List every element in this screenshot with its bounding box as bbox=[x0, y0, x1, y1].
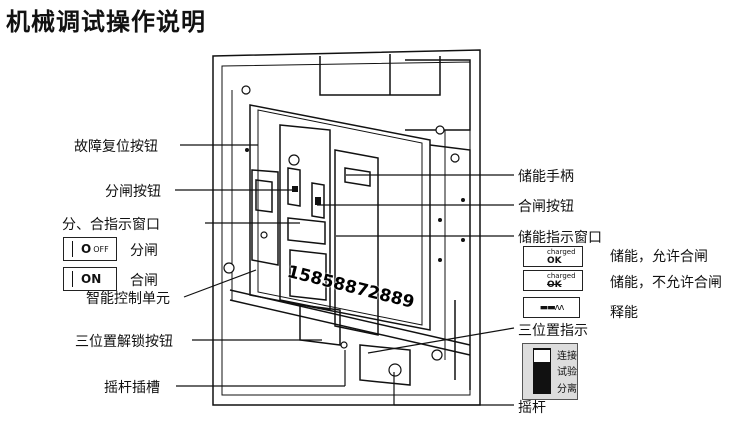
position-arrow-icon bbox=[534, 350, 550, 362]
on-symbol: ON bbox=[81, 272, 102, 286]
handle-label: 储能手柄 bbox=[518, 169, 574, 185]
off-indicator-box: O OFF bbox=[63, 237, 117, 261]
charged-nok-box: charged OK bbox=[523, 270, 583, 291]
position-connect: 连接 bbox=[557, 351, 577, 362]
off-label: 分闸 bbox=[130, 243, 158, 259]
charged-ok-box: charged OK bbox=[523, 246, 583, 267]
charged-nok-top: charged bbox=[547, 271, 576, 280]
page-title: 机械调试操作说明 bbox=[6, 8, 206, 36]
position-test: 试验 bbox=[557, 367, 577, 378]
on-label: 合闸 bbox=[130, 273, 158, 289]
position-indicator-label: 三位置指示 bbox=[518, 323, 588, 339]
charged-nok-bottom: OK bbox=[547, 279, 562, 290]
on-bar-icon bbox=[72, 271, 73, 287]
charge-window-label: 储能指示窗口 bbox=[518, 230, 602, 246]
unlock-button-label: 三位置解锁按钮 bbox=[75, 334, 173, 350]
off-symbol: O bbox=[81, 242, 92, 256]
off-bar-icon bbox=[72, 241, 73, 257]
off-small-text: OFF bbox=[93, 244, 109, 254]
spring-icon: ▬▬ᴧᴧ bbox=[539, 302, 565, 313]
position-indicator-graphic: 连接 试验 分离 bbox=[522, 343, 578, 400]
indicator-window-label: 分、合指示窗口 bbox=[62, 217, 160, 233]
released-label: 释能 bbox=[610, 305, 638, 321]
charged-ok-bottom: OK bbox=[547, 255, 562, 266]
charged-ok-label: 储能，允许合闸 bbox=[610, 249, 708, 265]
open-button-label: 分闸按钮 bbox=[105, 184, 161, 200]
fault-reset-label: 故障复位按钮 bbox=[74, 139, 158, 155]
released-box: ▬▬ᴧᴧ bbox=[523, 297, 580, 318]
on-indicator-box: ON bbox=[63, 267, 117, 291]
position-isolate: 分离 bbox=[557, 384, 577, 395]
controller-label: 智能控制单元 bbox=[86, 291, 170, 307]
charged-ok-top: charged bbox=[547, 247, 576, 256]
charged-nok-label: 储能，不允许合闸 bbox=[610, 275, 722, 291]
crank-slot-label: 摇杆插槽 bbox=[104, 380, 160, 396]
close-button-label: 合闸按钮 bbox=[518, 199, 574, 215]
crank-label: 摇杆 bbox=[518, 400, 546, 416]
